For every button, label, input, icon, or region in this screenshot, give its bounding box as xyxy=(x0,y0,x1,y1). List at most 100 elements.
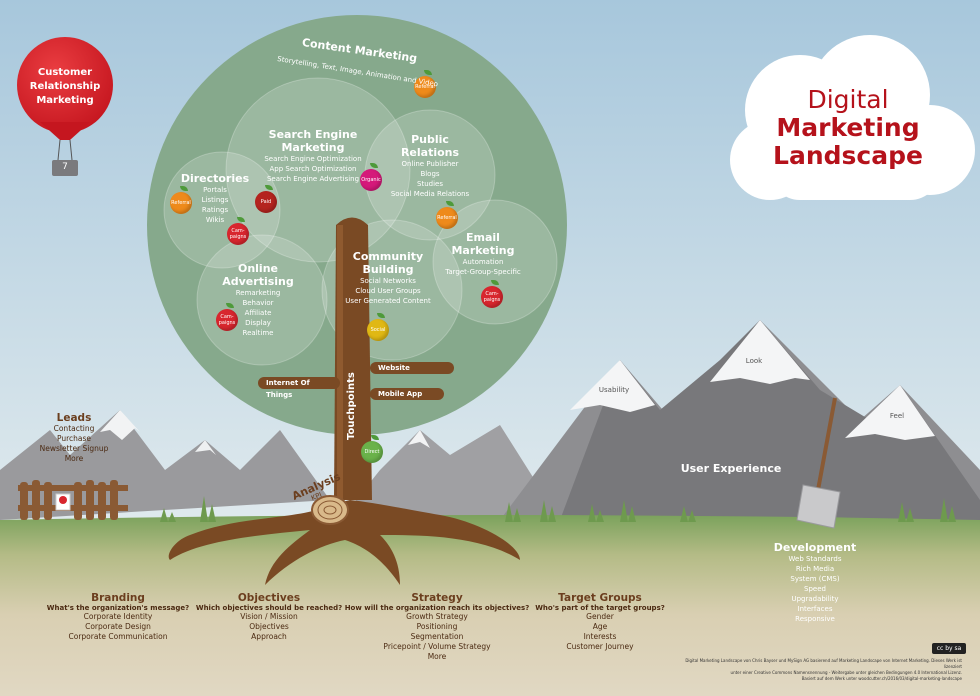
email-item: Target-Group-Specific xyxy=(445,268,521,276)
root-item: Corporate Communication xyxy=(68,632,168,641)
development-item: Interfaces xyxy=(797,605,833,613)
online-advertising-item: Realtime xyxy=(242,329,274,337)
feel-label: Feel xyxy=(889,412,905,420)
online-advertising-section: Online Advertising Remarketing Behavior … xyxy=(222,262,294,338)
root-objectives: Objectives Which objectives should be re… xyxy=(196,592,342,642)
root-title: Target Groups xyxy=(558,592,642,604)
apple-referral: Referral xyxy=(170,186,192,214)
roots xyxy=(168,500,521,585)
community-title-2: Building xyxy=(362,263,414,276)
sem-title-2: Marketing xyxy=(281,141,345,154)
leads-item: More xyxy=(64,454,84,463)
basket-label: 7 xyxy=(62,162,68,172)
root-question: What's the organization's message? xyxy=(46,604,190,612)
pr-item: Studies xyxy=(417,180,443,188)
lead-apple xyxy=(59,496,67,504)
leaf-icon xyxy=(265,185,273,190)
development-item: Speed xyxy=(804,585,826,593)
user-experience-label: User Experience xyxy=(680,462,782,475)
root-item: Approach xyxy=(251,632,287,641)
look-label: Look xyxy=(745,357,763,365)
directories-item: Ratings xyxy=(201,206,229,214)
leaf-icon xyxy=(180,186,188,191)
sem-item: Search Engine Optimization xyxy=(264,155,362,163)
apple-organic: Organic xyxy=(360,163,382,191)
page-title: Digital Marketing Landscape xyxy=(773,86,923,170)
credit-line: Digital Marketing Landscape von Chris Ba… xyxy=(685,658,962,669)
development-item: Upgradability xyxy=(791,595,839,603)
leaf-icon xyxy=(226,303,234,308)
title-line-1: Digital xyxy=(807,85,889,114)
leaf-icon xyxy=(446,201,454,206)
pr-item: Blogs xyxy=(420,170,440,178)
shovel xyxy=(796,397,841,529)
leaf-icon xyxy=(491,280,499,285)
credit-line: Basiert auf dem Werk unter woodcutter.ch… xyxy=(801,676,962,681)
email-title-2: Marketing xyxy=(451,244,515,257)
leaf-icon xyxy=(377,313,385,318)
apple-referral: Referral xyxy=(436,201,458,229)
online-advertising-title-1: Online xyxy=(237,262,278,275)
leaf-icon xyxy=(371,435,379,440)
grass-tufts xyxy=(160,496,956,522)
branch-mobile-app: Mobile App xyxy=(370,388,444,400)
crm-balloon-label: Customer Relationship Marketing xyxy=(30,66,101,108)
root-item: Interests xyxy=(583,632,617,641)
title-line-3: Landscape xyxy=(773,141,923,170)
apple-label: Cam-paigns xyxy=(229,228,247,240)
directories-title: Directories xyxy=(180,172,250,185)
root-strategy: Strategy How will the organization reach… xyxy=(345,592,530,662)
branch-website: Website xyxy=(370,362,454,374)
online-advertising-item: Remarketing xyxy=(235,289,281,297)
online-advertising-title-2: Advertising xyxy=(222,275,294,288)
leads-title: Leads xyxy=(56,412,92,424)
root-target-groups: Target Groups Who's part of the target g… xyxy=(535,592,665,652)
online-advertising-item: Behavior xyxy=(242,299,274,307)
branch-internet-of-things: Internet Of Things xyxy=(258,377,340,399)
pr-item: Social Media Relations xyxy=(390,190,470,198)
pr-title-1: Public xyxy=(411,133,449,146)
apple-label: Paid xyxy=(260,199,272,205)
apple-label: Organic xyxy=(361,177,381,183)
sem-title-1: Search Engine xyxy=(268,128,358,141)
crm-line-3: Marketing xyxy=(36,95,94,106)
crm-line-1: Customer xyxy=(37,67,93,78)
crm-line-2: Relationship xyxy=(29,81,101,92)
usability-label: Usability xyxy=(598,386,630,394)
root-item: Gender xyxy=(586,612,614,621)
directories-item: Listings xyxy=(201,196,229,204)
directories-section: Directories Portals Listings Ratings Wik… xyxy=(181,172,249,225)
root-item: Customer Journey xyxy=(566,642,634,651)
credits: Digital Marketing Landscape von Chris Ba… xyxy=(684,658,962,682)
email-item: Automation xyxy=(462,258,504,266)
root-title: Objectives xyxy=(237,592,301,604)
community-title-1: Community xyxy=(352,250,424,263)
leads-item: Newsletter Signup xyxy=(39,444,109,453)
cc-license-badge[interactable]: cc by sa xyxy=(932,643,966,654)
title-cloud xyxy=(730,35,975,200)
root-item: Segmentation xyxy=(410,632,464,641)
online-advertising-item: Affiliate xyxy=(244,309,272,317)
leaf-icon xyxy=(370,163,378,168)
apple-label: Referral xyxy=(415,84,435,90)
root-title: Branding xyxy=(91,592,145,604)
development-item: Web Standards xyxy=(788,555,842,563)
root-item: More xyxy=(427,652,447,661)
root-item: Age xyxy=(592,622,608,631)
apple-label: Referral xyxy=(171,200,191,206)
touchpoints-label: Touchpoints xyxy=(346,372,357,440)
apple-label: Cam-paigns xyxy=(218,314,236,326)
pr-item: Online Publisher xyxy=(401,160,459,168)
fence xyxy=(18,480,128,520)
apple-direct: Direct xyxy=(361,435,383,463)
apple-campaigns: Cam-paigns xyxy=(227,217,249,245)
ground xyxy=(0,515,980,696)
apple-social: Social xyxy=(367,313,389,341)
apple-referral: Referral xyxy=(414,70,436,98)
root-branding: Branding What's the organization's messa… xyxy=(47,592,189,642)
development-item: Responsive xyxy=(795,615,835,623)
online-advertising-item: Display xyxy=(245,319,271,327)
apple-label: Cam-paigns xyxy=(483,291,501,303)
